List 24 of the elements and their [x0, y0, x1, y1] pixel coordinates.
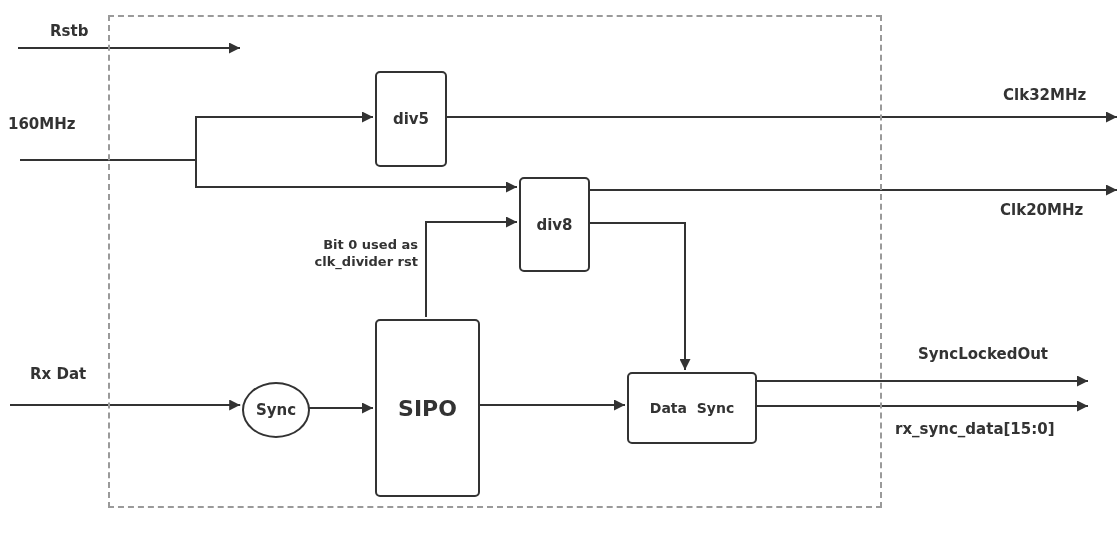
- arrow: [425, 216, 518, 318]
- arrow: [587, 184, 1118, 196]
- arrow: [444, 111, 1118, 123]
- block-box: [375, 71, 447, 167]
- arrow: [195, 159, 518, 193]
- arrow: [19, 111, 374, 161]
- arrow: [477, 399, 626, 411]
- block-box: [375, 319, 480, 497]
- block-label: Data Sync: [649, 400, 735, 416]
- arrow: [9, 399, 242, 411]
- signal-label: SyncLockedOut: [918, 345, 1048, 363]
- arrow: [587, 222, 691, 371]
- arrow: [307, 402, 374, 414]
- arrow: [754, 400, 1089, 412]
- signal-label: rx_sync_data[15:0]: [895, 420, 1055, 438]
- sync-ellipse: [242, 382, 310, 438]
- block-box: [519, 177, 590, 272]
- block-label: SIPO: [398, 395, 457, 421]
- arrow: [17, 42, 241, 54]
- block-box: [627, 372, 757, 444]
- block-label: div8: [536, 215, 573, 234]
- block-label: div5: [392, 110, 430, 128]
- block-label: Sync: [255, 401, 297, 419]
- arrow: [754, 375, 1089, 387]
